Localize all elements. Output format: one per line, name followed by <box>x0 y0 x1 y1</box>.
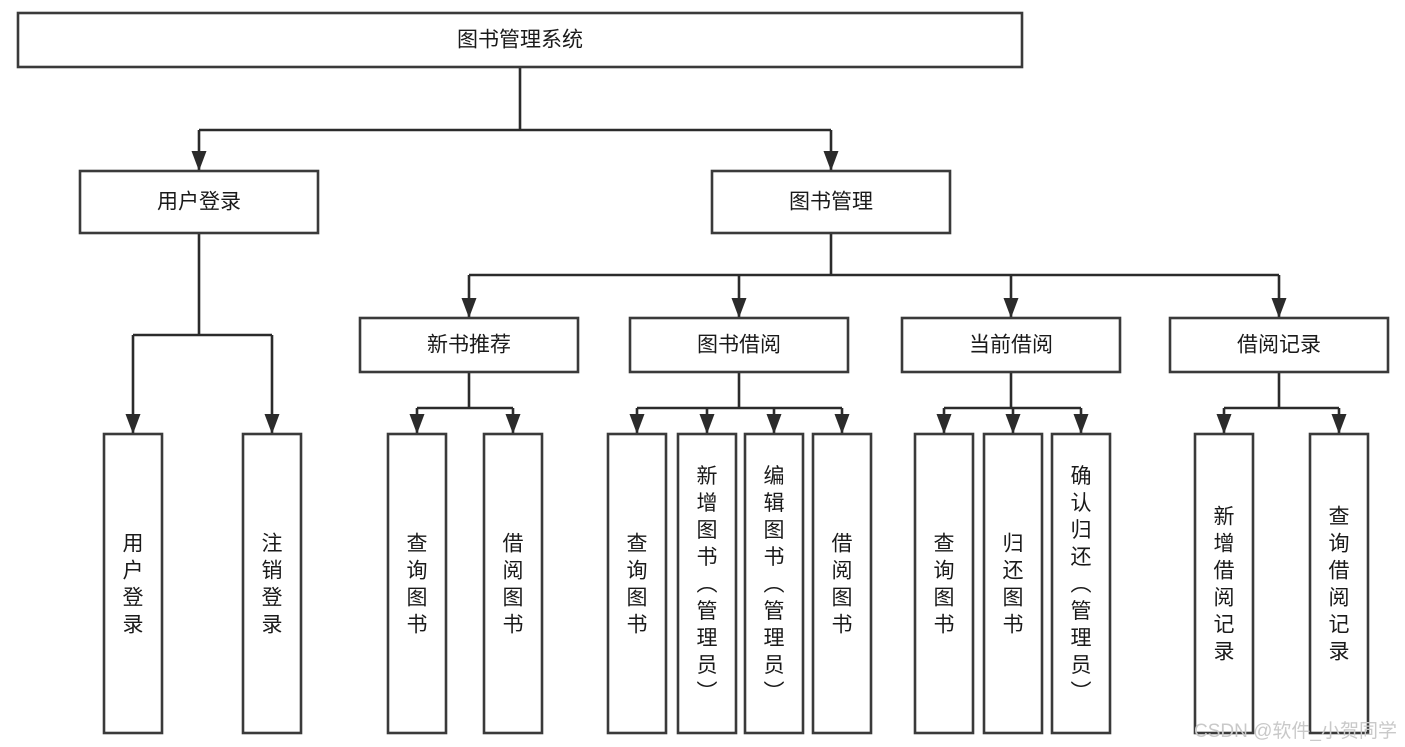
node-leaf-edit-book-admin[interactable]: 编辑图书︵管理员︶ <box>743 432 805 735</box>
node-leaf-confirm-return-admin-box[interactable] <box>1050 432 1112 735</box>
node-leaf-borrow-book-1[interactable]: 借阅图书 <box>482 432 544 735</box>
node-leaf-add-book-admin-label: 新增图书︵管理员︶ <box>697 465 718 704</box>
edge-user-login-arrow-1 <box>264 414 280 434</box>
node-leaf-edit-book-admin-label: 编辑图书︵管理员︶ <box>764 465 785 704</box>
edge-book-borrow-arrow-2 <box>766 414 782 434</box>
edge-book-management-arrow-1 <box>731 298 747 318</box>
node-leaf-return-book-box[interactable] <box>982 432 1044 735</box>
node-leaf-query-book-2-label: 查询图书 <box>627 533 648 637</box>
node-leaf-logout-login-label: 注销登录 <box>262 533 283 637</box>
node-borrow-record-box[interactable] <box>1168 316 1390 374</box>
node-leaf-user-login[interactable]: 用户登录 <box>102 432 164 735</box>
node-root-box[interactable] <box>16 11 1024 69</box>
node-root-label: 图书管理系统 <box>457 29 583 52</box>
node-current-borrow-label: 当前借阅 <box>969 334 1053 357</box>
node-book-borrow-box[interactable] <box>628 316 850 374</box>
edge-book-borrow-arrow-3 <box>834 414 850 434</box>
nodes-layer: 图书管理系统用户登录图书管理新书推荐图书借阅当前借阅借阅记录用户登录注销登录查询… <box>16 11 1390 735</box>
edge-root-arrow-1 <box>823 151 839 171</box>
node-borrow-record[interactable]: 借阅记录 <box>1168 316 1390 374</box>
node-leaf-return-book[interactable]: 归还图书 <box>982 432 1044 735</box>
node-book-borrow[interactable]: 图书借阅 <box>628 316 850 374</box>
node-book-management-box[interactable] <box>710 169 952 235</box>
node-book-borrow-label: 图书借阅 <box>697 334 781 357</box>
node-leaf-query-borrow-record-box[interactable] <box>1308 432 1370 735</box>
edge-new-book-recommend-arrow-0 <box>409 414 425 434</box>
node-leaf-borrow-book-2-label: 借阅图书 <box>832 533 853 637</box>
node-book-management[interactable]: 图书管理 <box>710 169 952 235</box>
edges-layer <box>125 67 1347 434</box>
node-leaf-add-borrow-record[interactable]: 新增借阅记录 <box>1193 432 1255 735</box>
edge-book-management-arrow-0 <box>461 298 477 318</box>
edge-book-management-arrow-2 <box>1003 298 1019 318</box>
node-current-borrow[interactable]: 当前借阅 <box>900 316 1122 374</box>
node-leaf-borrow-book-2-box[interactable] <box>811 432 873 735</box>
node-leaf-add-book-admin[interactable]: 新增图书︵管理员︶ <box>676 432 738 735</box>
node-leaf-borrow-book-1-label: 借阅图书 <box>503 533 524 637</box>
node-leaf-query-book-1-box[interactable] <box>386 432 448 735</box>
node-leaf-logout-login[interactable]: 注销登录 <box>241 432 303 735</box>
node-leaf-borrow-book-1-box[interactable] <box>482 432 544 735</box>
node-leaf-query-book-2-box[interactable] <box>606 432 668 735</box>
edge-user-login-arrow-0 <box>125 414 141 434</box>
edge-borrow-record-arrow-1 <box>1331 414 1347 434</box>
edge-root-arrow-0 <box>191 151 207 171</box>
node-leaf-edit-book-admin-box[interactable] <box>743 432 805 735</box>
node-new-book-recommend-label: 新书推荐 <box>427 334 511 357</box>
node-leaf-query-book-3-box[interactable] <box>913 432 975 735</box>
node-leaf-confirm-return-admin-label: 确认归还︵管理员︶ <box>1071 465 1092 704</box>
node-user-login[interactable]: 用户登录 <box>78 169 320 235</box>
node-leaf-add-borrow-record-box[interactable] <box>1193 432 1255 735</box>
edge-current-borrow-arrow-2 <box>1073 414 1089 434</box>
node-new-book-recommend-box[interactable] <box>358 316 580 374</box>
node-leaf-confirm-return-admin[interactable]: 确认归还︵管理员︶ <box>1050 432 1112 735</box>
node-leaf-query-book-3-label: 查询图书 <box>934 533 955 637</box>
edge-book-borrow-arrow-0 <box>629 414 645 434</box>
node-new-book-recommend[interactable]: 新书推荐 <box>358 316 580 374</box>
node-root[interactable]: 图书管理系统 <box>16 11 1024 69</box>
node-current-borrow-box[interactable] <box>900 316 1122 374</box>
node-leaf-borrow-book-2[interactable]: 借阅图书 <box>811 432 873 735</box>
node-user-login-box[interactable] <box>78 169 320 235</box>
node-leaf-user-login-label: 用户登录 <box>123 533 144 637</box>
edge-borrow-record-arrow-0 <box>1216 414 1232 434</box>
node-user-login-label: 用户登录 <box>157 191 241 214</box>
edge-book-management-arrow-3 <box>1271 298 1287 318</box>
node-leaf-return-book-label: 归还图书 <box>1003 533 1024 637</box>
node-book-management-label: 图书管理 <box>789 191 873 214</box>
node-leaf-query-book-1[interactable]: 查询图书 <box>386 432 448 735</box>
node-leaf-query-book-1-label: 查询图书 <box>407 533 428 637</box>
node-borrow-record-label: 借阅记录 <box>1237 334 1321 357</box>
node-leaf-add-borrow-record-label: 新增借阅记录 <box>1214 506 1235 664</box>
edge-book-borrow-arrow-1 <box>699 414 715 434</box>
node-leaf-query-borrow-record-label: 查询借阅记录 <box>1329 506 1350 664</box>
edge-new-book-recommend-arrow-1 <box>505 414 521 434</box>
node-leaf-query-book-3[interactable]: 查询图书 <box>913 432 975 735</box>
edge-current-borrow-arrow-1 <box>1005 414 1021 434</box>
edge-current-borrow-arrow-0 <box>936 414 952 434</box>
node-leaf-logout-login-box[interactable] <box>241 432 303 735</box>
node-leaf-query-borrow-record[interactable]: 查询借阅记录 <box>1308 432 1370 735</box>
node-leaf-add-book-admin-box[interactable] <box>676 432 738 735</box>
node-leaf-query-book-2[interactable]: 查询图书 <box>606 432 668 735</box>
node-leaf-user-login-box[interactable] <box>102 432 164 735</box>
